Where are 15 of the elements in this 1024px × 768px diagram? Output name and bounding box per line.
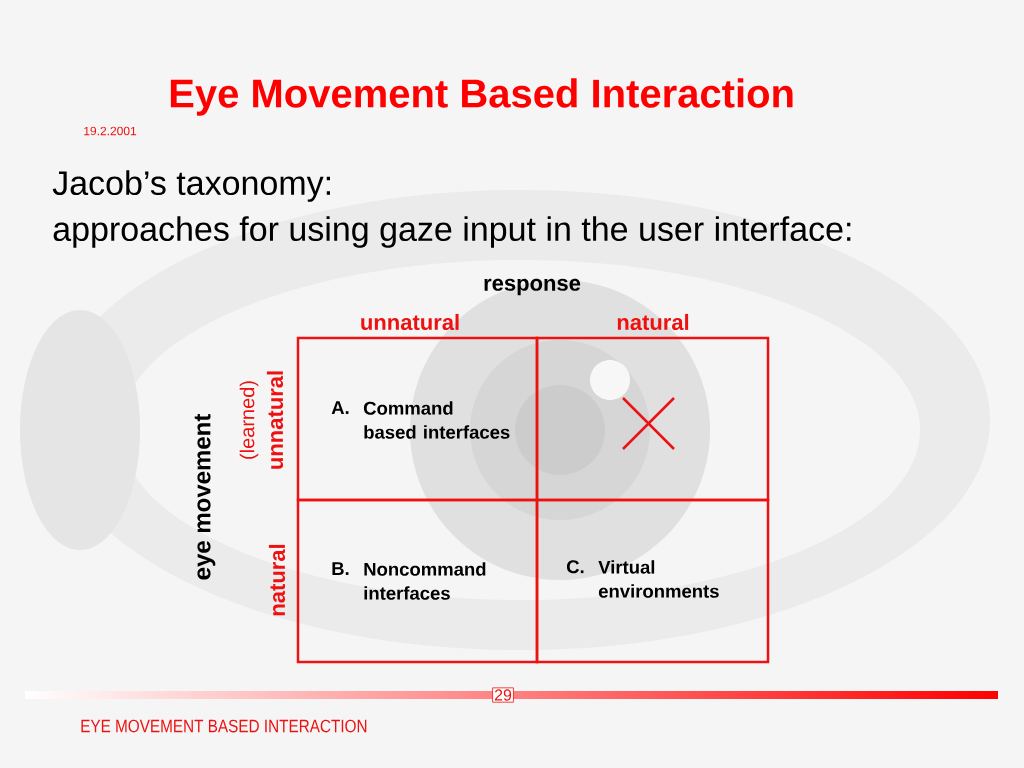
title: Eye Movement Based Interaction — [170, 78, 793, 116]
page-number: 29 — [492, 687, 514, 703]
footer-text: EYE MOVEMENT BASED INTERACTION — [81, 719, 367, 733]
axis-title: eye movement — [194, 413, 216, 580]
axis-label: natural — [268, 544, 286, 616]
axis-note: (learned) — [239, 381, 259, 459]
axis-label: unnatural — [266, 371, 284, 469]
grid-cell: C. Virtual environments — [535, 498, 770, 664]
date: 19.2.2001 — [84, 126, 137, 136]
grid-cell — [535, 336, 770, 502]
subtitle: Jacob’s taxonomy: — [52, 170, 330, 202]
grid-cell: A. Command based interfaces — [296, 336, 539, 502]
subtitle: approaches for using gaze input in the user interface: — [53, 216, 851, 248]
axis-title: response — [484, 278, 581, 296]
grid-cell: B. Noncommand interfaces — [296, 498, 539, 664]
